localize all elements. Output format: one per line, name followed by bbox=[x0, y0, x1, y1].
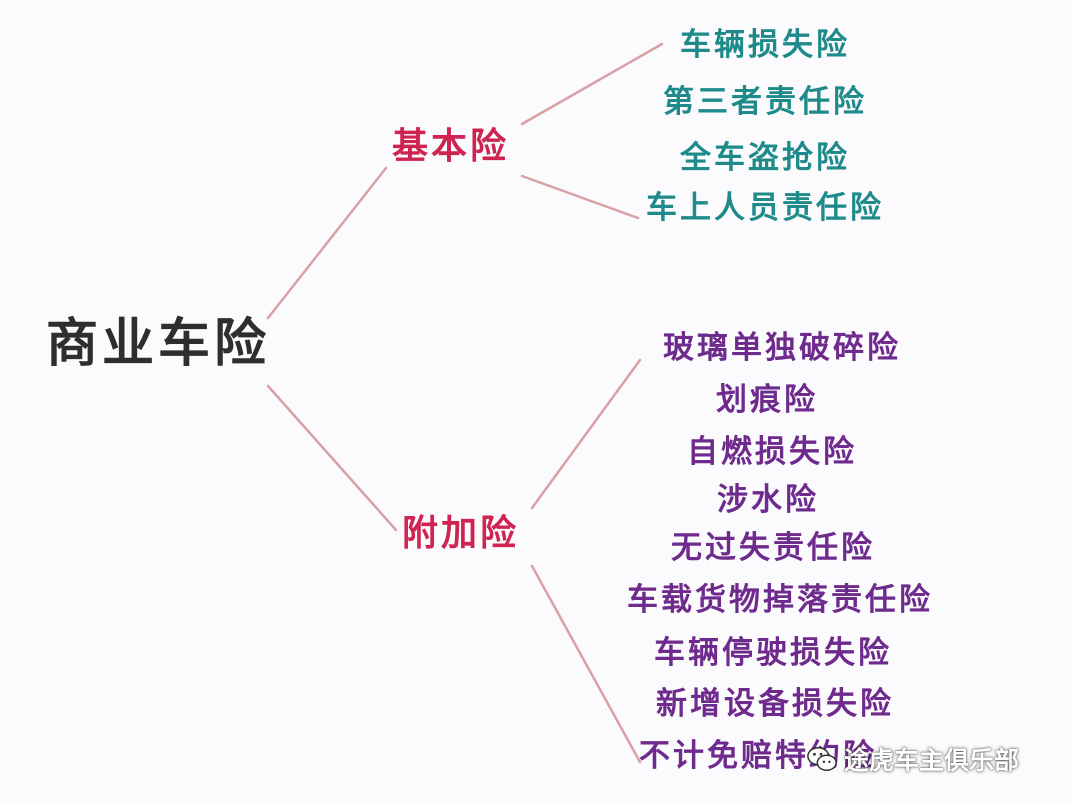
leaf-new-equipment-loss: 新增设备损失险 bbox=[656, 686, 894, 722]
leaf-wading: 涉水险 bbox=[717, 482, 819, 518]
watermark-text: 途虎车主俱乐部 bbox=[844, 746, 1020, 775]
wechat-icon bbox=[807, 746, 837, 772]
leaf-third-party-liability: 第三者责任险 bbox=[663, 84, 867, 120]
branch-additional-insurance: 附加险 bbox=[402, 513, 520, 554]
connector-extra-top bbox=[530, 358, 642, 510]
connector-extra-bottom bbox=[530, 564, 642, 764]
leaf-theft: 全车盗抢险 bbox=[680, 140, 850, 176]
leaf-scratch: 划痕险 bbox=[716, 382, 818, 418]
connector-basic-bottom bbox=[520, 174, 640, 220]
branch-basic-insurance: 基本险 bbox=[392, 126, 510, 167]
leaf-glass-breakage: 玻璃单独破碎险 bbox=[663, 330, 901, 366]
connector-root-extra bbox=[266, 384, 398, 532]
leaf-spontaneous-combustion: 自燃损失险 bbox=[687, 434, 857, 470]
leaf-passenger-liability: 车上人员责任险 bbox=[646, 190, 884, 226]
leaf-cargo-falling-liability: 车载货物掉落责任险 bbox=[627, 582, 933, 618]
watermark: 途虎车主俱乐部 bbox=[806, 740, 1019, 778]
leaf-no-fault-liability: 无过失责任险 bbox=[671, 530, 875, 566]
connector-root-basic bbox=[266, 166, 388, 320]
leaf-vehicle-suspension-loss: 车辆停驶损失险 bbox=[654, 635, 892, 671]
leaf-vehicle-damage: 车辆损失险 bbox=[680, 27, 850, 63]
connector-basic-top bbox=[520, 42, 664, 126]
root-node: 商业车险 bbox=[46, 314, 271, 374]
